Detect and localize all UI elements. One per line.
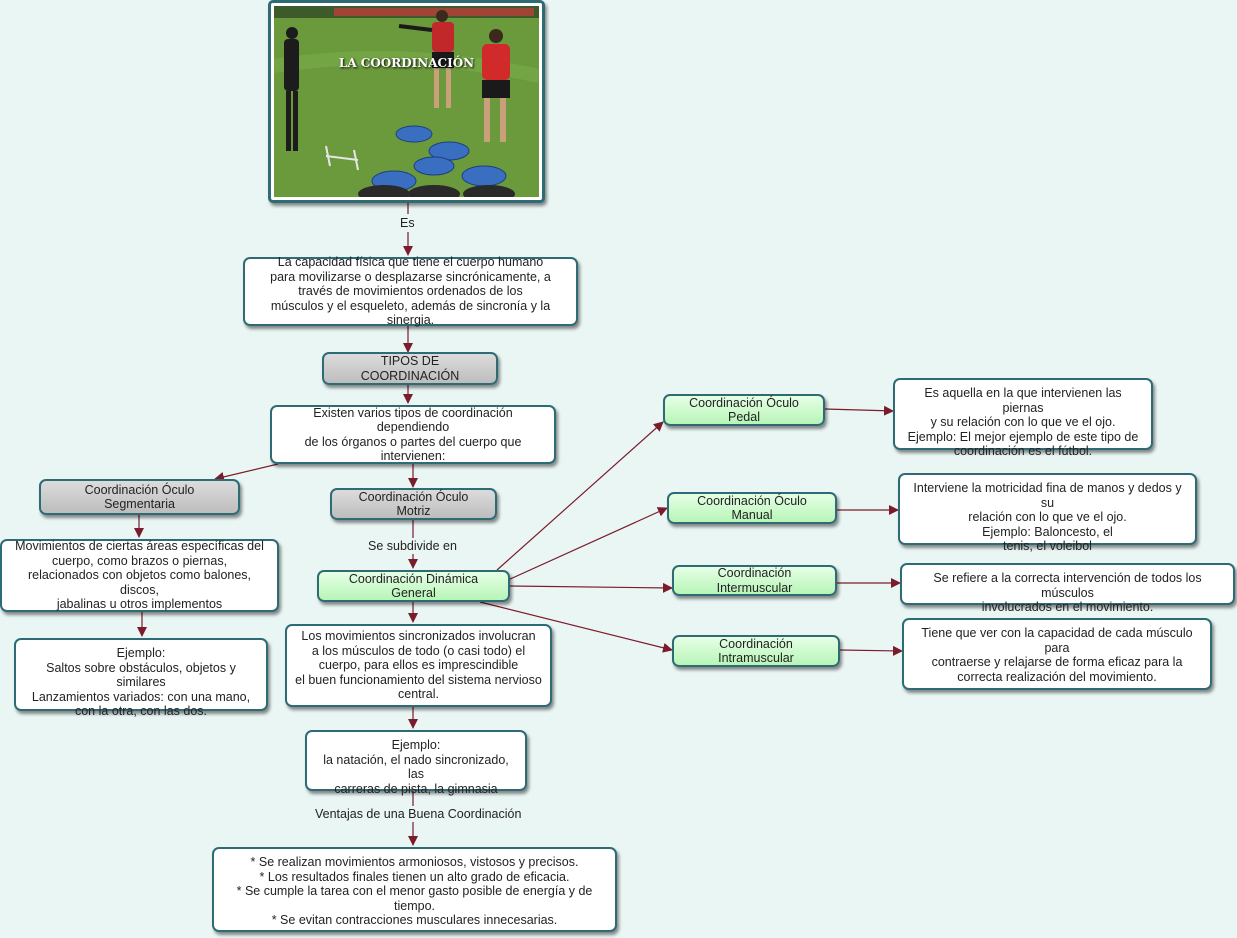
link-label-es: Es bbox=[397, 216, 418, 230]
node-intramuscular[interactable]: Coordinación Intramuscular bbox=[672, 635, 840, 667]
node-definicion[interactable]: La capacidad física que tiene el cuerpo … bbox=[243, 255, 578, 327]
node-intermuscular-descripcion[interactable]: Se refiere a la correcta intervención de… bbox=[900, 563, 1235, 614]
training-scene-illustration bbox=[274, 6, 539, 197]
node-oculo-segmentaria[interactable]: Coordinación Óculo Segmentaria bbox=[39, 479, 240, 515]
link-pedal-desc bbox=[824, 405, 894, 416]
node-existen-tipos[interactable]: Existen varios tipos de coordinación dep… bbox=[270, 405, 556, 464]
photo-node: LA COORDINACIÓN bbox=[268, 0, 545, 203]
node-oculo-manual[interactable]: Coordinación Óculo Manual bbox=[667, 492, 837, 524]
link-dinamica-pedal bbox=[496, 421, 664, 571]
link-dinamica-manual bbox=[507, 507, 668, 581]
node-dinamica-descripcion[interactable]: Los movimientos sincronizados involucran… bbox=[285, 624, 552, 707]
node-dinamica-ejemplo[interactable]: Ejemplo: la natación, el nado sincroniza… bbox=[305, 730, 527, 796]
node-intermuscular[interactable]: Coordinación Intermuscular bbox=[672, 565, 837, 596]
link-existen-segmentaria bbox=[214, 463, 279, 482]
link-dinamica-intra bbox=[479, 601, 673, 653]
link-label-se-subdivide: Se subdivide en bbox=[365, 539, 460, 553]
link-label-ventajas: Ventajas de una Buena Coordinación bbox=[312, 807, 525, 821]
node-oculo-pedal[interactable]: Coordinación Óculo Pedal bbox=[663, 394, 825, 426]
link-dinamica-inter bbox=[509, 582, 673, 593]
node-ventajas-descripcion[interactable]: * Se realizan movimientos armoniosos, vi… bbox=[212, 847, 617, 932]
node-oculo-pedal-descripcion[interactable]: Es aquella en la que intervienen las pie… bbox=[893, 378, 1153, 458]
soccer-training-photo: LA COORDINACIÓN bbox=[274, 6, 539, 197]
node-oculo-manual-descripcion[interactable]: Interviene la motricidad fina de manos y… bbox=[898, 473, 1197, 553]
node-dinamica-general[interactable]: Coordinación Dinámica General bbox=[317, 570, 510, 602]
node-segmentaria-ejemplo[interactable]: Ejemplo: Saltos sobre obstáculos, objeto… bbox=[14, 638, 268, 718]
node-tipos-coordinacion[interactable]: TIPOS DE COORDINACIÓN bbox=[322, 352, 498, 385]
node-intramuscular-descripcion[interactable]: Tiene que ver con la capacidad de cada m… bbox=[902, 618, 1212, 690]
photo-title: LA COORDINACIÓN bbox=[338, 56, 475, 70]
node-segmentaria-descripcion[interactable]: Movimientos de ciertas áreas específicas… bbox=[0, 539, 279, 612]
node-oculo-motriz[interactable]: Coordinación Óculo Motriz bbox=[330, 488, 497, 520]
link-intra-desc bbox=[839, 645, 903, 656]
